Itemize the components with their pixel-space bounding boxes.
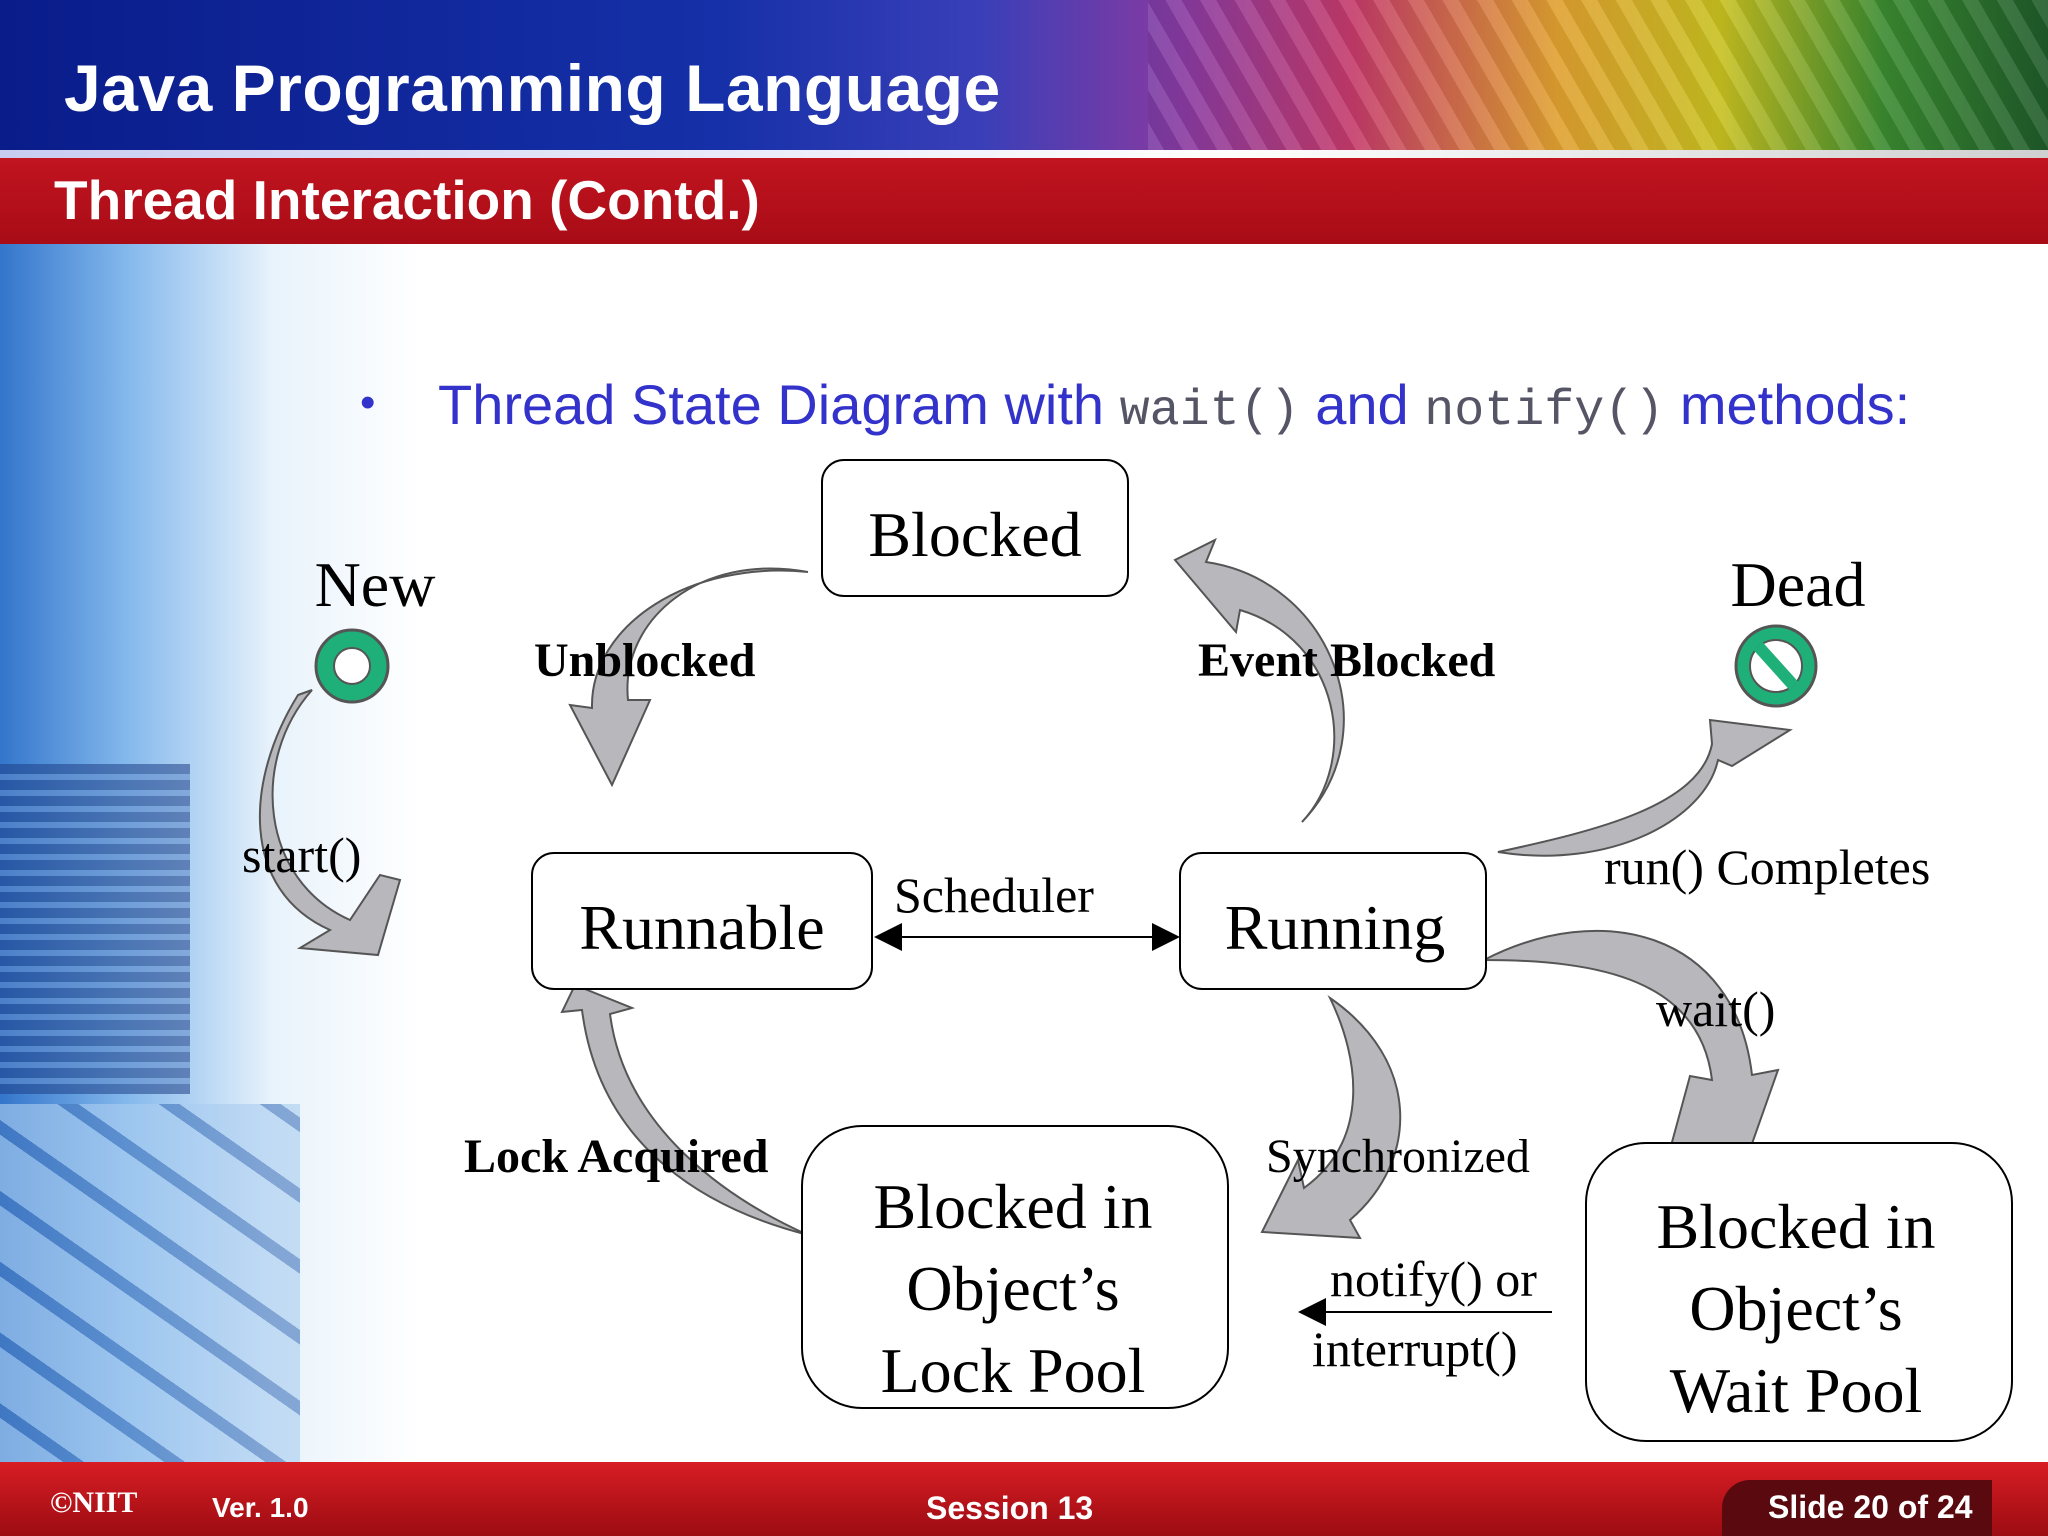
arrow-unblocked bbox=[568, 567, 809, 788]
slide-title: Thread Interaction (Contd.) bbox=[54, 169, 760, 231]
state-box-lock-pool bbox=[801, 1125, 1229, 1409]
state-label-wait-pool-2: Object’s bbox=[1689, 1273, 1902, 1344]
label-event-blocked: Event Blocked bbox=[1198, 634, 1496, 687]
state-box-wait-pool bbox=[1585, 1142, 2013, 1442]
label-wait: wait() bbox=[1656, 981, 1775, 1037]
bullet-point-icon: • bbox=[360, 378, 376, 427]
wait-code: wait() bbox=[1119, 383, 1300, 440]
label-run-completes: run() Completes bbox=[1604, 839, 1930, 895]
bullet-text-part: methods: bbox=[1664, 373, 1911, 436]
bullet-text: Thread State Diagram with wait() and not… bbox=[438, 372, 1910, 440]
keyboard-image bbox=[0, 1104, 300, 1474]
state-label-wait-pool-3: Wait Pool bbox=[1670, 1355, 1923, 1426]
arrow-run-completes bbox=[1497, 718, 1793, 857]
label-notify-1: notify() or bbox=[1330, 1251, 1537, 1307]
state-box-runnable bbox=[531, 852, 873, 990]
slide-number-box bbox=[1722, 1480, 1992, 1536]
arrow-event-blocked bbox=[1173, 537, 1345, 823]
label-synchronized: Synchronized bbox=[1266, 1130, 1530, 1183]
state-label-runnable: Runnable bbox=[579, 892, 824, 963]
label-start: start() bbox=[242, 827, 361, 883]
arrow-start bbox=[258, 689, 402, 957]
state-label-lock-pool-3: Lock Pool bbox=[881, 1335, 1146, 1406]
banner-stripe bbox=[0, 150, 2048, 158]
state-box-running bbox=[1179, 852, 1487, 990]
circuit-chip-image bbox=[0, 764, 190, 1094]
title-banner bbox=[0, 0, 2048, 158]
banner-decoration bbox=[1148, 0, 2048, 150]
course-title: Java Programming Language bbox=[64, 51, 1001, 125]
footer-version: Ver. 1.0 bbox=[212, 1492, 309, 1523]
state-label-lock-pool-2: Object’s bbox=[906, 1253, 1119, 1324]
arrow-wait bbox=[1483, 929, 1780, 1170]
dead-state-icon bbox=[1734, 624, 1818, 708]
label-scheduler: Scheduler bbox=[894, 867, 1094, 923]
state-label-running: Running bbox=[1225, 892, 1445, 963]
label-notify-2: interrupt() bbox=[1312, 1321, 1517, 1377]
label-lock-acquired: Lock Acquired bbox=[464, 1130, 769, 1183]
state-label-blocked: Blocked bbox=[868, 499, 1081, 570]
notify-code: notify() bbox=[1424, 383, 1665, 440]
footer-bar bbox=[0, 1462, 2048, 1536]
bullet-text-part: Thread State Diagram with bbox=[438, 373, 1120, 436]
arrow-lock-acquired bbox=[560, 983, 809, 1236]
slide-number: Slide 20 of 24 bbox=[1768, 1489, 1973, 1525]
state-box-blocked bbox=[821, 459, 1129, 597]
bullet-text-part: and bbox=[1299, 373, 1425, 436]
footer-session: Session 13 bbox=[926, 1490, 1094, 1526]
label-unblocked: Unblocked bbox=[534, 634, 756, 687]
niit-logo: ©NIIT bbox=[50, 1486, 138, 1519]
state-label-wait-pool-1: Blocked in bbox=[1656, 1191, 1935, 1262]
arrow-synchronized bbox=[1260, 995, 1402, 1240]
state-label-lock-pool-1: Blocked in bbox=[873, 1171, 1152, 1242]
state-label-new: New bbox=[315, 549, 436, 620]
slide-title-bar bbox=[0, 158, 2048, 244]
side-decorative-image bbox=[0, 244, 420, 1474]
state-label-dead: Dead bbox=[1730, 549, 1865, 620]
